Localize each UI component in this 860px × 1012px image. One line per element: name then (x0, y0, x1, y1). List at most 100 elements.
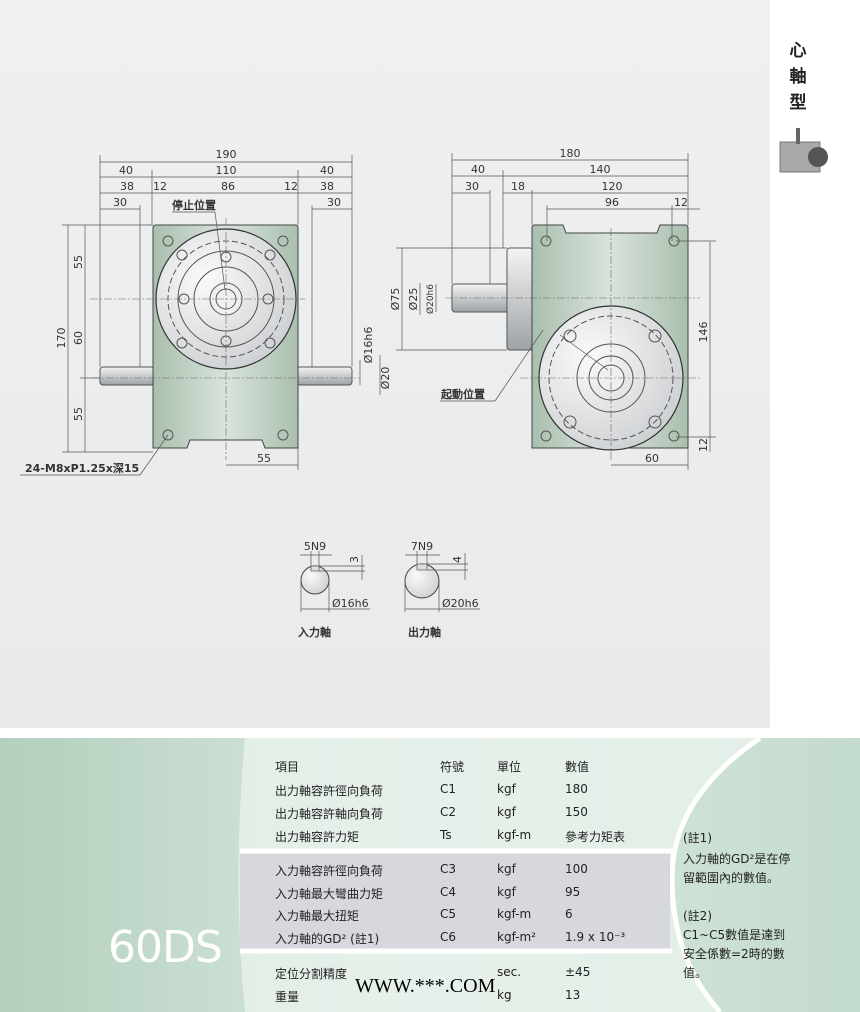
cell-value: 180 (565, 782, 588, 796)
front-view: 190 40 110 40 38 12 86 12 38 30 30 停止位置 … (20, 148, 392, 476)
output-keyway-section: 7N9 4 Ø20h6 出力軸 (404, 540, 480, 639)
header-unit: 單位 (497, 760, 522, 774)
cell-item: 重量 (275, 990, 300, 1004)
header-symbol: 符號 (440, 760, 465, 774)
dim-right-38: 38 (320, 180, 334, 193)
series-title-char: 型 (789, 93, 807, 113)
key-depth: 3 (348, 556, 361, 563)
cell-value: 13 (565, 988, 581, 1002)
dim-146: 146 (697, 322, 710, 343)
dim-110: 110 (216, 164, 237, 177)
dim-overall-width: 190 (216, 148, 237, 161)
cell-item: 出力軸容許軸向負荷 (275, 807, 384, 821)
cell-unit: kgf (497, 805, 516, 819)
dim-shaft-dia: Ø16h6 (362, 327, 375, 364)
dim-bottom-55: 55 (257, 452, 271, 465)
dim-lower-55: 55 (72, 407, 85, 421)
note-line: 入力軸的GD²是在停 (683, 852, 791, 866)
cell-value: 參考力矩表 (565, 830, 626, 844)
dim-12: 12 (674, 196, 688, 209)
cell-unit: kgf-m (497, 907, 532, 921)
output-shaft-label: 出力軸 (408, 625, 441, 639)
cell-symbol: Ts (440, 828, 452, 842)
dim-right-12: 12 (284, 180, 298, 193)
cell-symbol: C5 (440, 907, 457, 921)
stop-position-label: 停止位置 (172, 198, 216, 212)
note-line: (註1) (683, 831, 712, 845)
series-title-char: 心 (789, 41, 807, 61)
cell-unit: kgf-m (497, 828, 532, 842)
dim-18: 18 (511, 180, 525, 193)
side-strip (770, 0, 860, 728)
cell-value: 6 (565, 907, 573, 921)
cell-symbol: C2 (440, 805, 457, 819)
note-line: 值。 (683, 966, 708, 980)
dim-overall-width: 180 (560, 147, 581, 160)
cell-symbol: C3 (440, 862, 457, 876)
cell-item: 入力軸的GD² (註1) (275, 932, 380, 946)
header-item: 項目 (275, 760, 300, 774)
watermark: WWW.***.COM (355, 975, 496, 997)
input-shaft-label: 入力軸 (298, 625, 331, 639)
product-thumbnail (779, 128, 828, 173)
cell-value: 1.9 x 10⁻³ (565, 930, 626, 944)
cell-unit: kgf-m² (497, 930, 536, 944)
start-position-label: 起動位置 (440, 387, 485, 401)
dim-60: 60 (72, 331, 85, 345)
dim-170: 170 (55, 328, 68, 349)
cell-item: 定位分割精度 (275, 967, 348, 981)
cell-value: 150 (565, 805, 588, 819)
key-width: 5N9 (304, 540, 326, 553)
shaft-diameter: Ø20h6 (442, 597, 479, 610)
cell-value: ±45 (565, 965, 591, 979)
dim-upper-55: 55 (72, 255, 85, 269)
input-shaft-right (296, 366, 353, 386)
cell-item: 入力軸最大彎曲力矩 (275, 887, 384, 901)
note-line: 安全係數=2時的數 (683, 947, 785, 961)
key-width: 7N9 (411, 540, 433, 553)
dim-86: 86 (221, 180, 235, 193)
dim-left-30: 30 (113, 196, 127, 209)
dim-60: 60 (645, 452, 659, 465)
dim-120: 120 (602, 180, 623, 193)
cell-item: 出力軸容許徑向負荷 (275, 784, 384, 798)
dim-30: 30 (465, 180, 479, 193)
spec-band (0, 738, 860, 1012)
note-line: (註2) (683, 909, 712, 923)
dim-40: 40 (471, 163, 485, 176)
series-title-char: 軸 (789, 67, 807, 87)
cell-item: 入力軸容許徑向負荷 (275, 864, 384, 878)
dim-right-30: 30 (327, 196, 341, 209)
side-view: 180 40 140 30 18 120 96 12 Ø75 Ø25 Ø20h6… (389, 147, 716, 470)
cell-item: 入力軸最大扭矩 (275, 909, 360, 923)
flange (506, 247, 534, 351)
input-keyway-section: 5N9 3 Ø16h6 入力軸 (298, 540, 370, 639)
dim-left-38: 38 (120, 180, 134, 193)
cell-value: 100 (565, 862, 588, 876)
cell-unit: kg (497, 988, 512, 1002)
cell-unit: kgf (497, 885, 516, 899)
cell-unit: sec. (497, 965, 522, 979)
note-line: 留範圍內的數值。 (683, 871, 780, 885)
input-shaft-left (99, 366, 155, 386)
dim-96: 96 (605, 196, 619, 209)
cell-value: 95 (565, 885, 581, 899)
dim-left-40: 40 (119, 164, 133, 177)
dim-left-12: 12 (153, 180, 167, 193)
dim-140: 140 (590, 163, 611, 176)
cell-item: 出力軸容許力矩 (275, 830, 360, 844)
dim-bottom-12: 12 (697, 438, 710, 452)
cell-symbol: C4 (440, 885, 457, 899)
header-value: 數值 (565, 760, 590, 774)
cell-symbol: C1 (440, 782, 457, 796)
dim-hub-dia: Ø20 (379, 367, 392, 390)
cell-unit: kgf (497, 782, 516, 796)
note-line: C1~C5數值是達到 (683, 928, 786, 942)
dim-flange-dia: Ø75 (389, 288, 402, 311)
dim-right-40: 40 (320, 164, 334, 177)
dim-hub-dia: Ø25 (407, 288, 420, 311)
shaft-diameter: Ø16h6 (332, 597, 369, 610)
thread-note: 24-M8xP1.25x深15 (25, 461, 139, 475)
cell-unit: kgf (497, 862, 516, 876)
dim-shaft-dia: Ø20h6 (425, 284, 436, 314)
